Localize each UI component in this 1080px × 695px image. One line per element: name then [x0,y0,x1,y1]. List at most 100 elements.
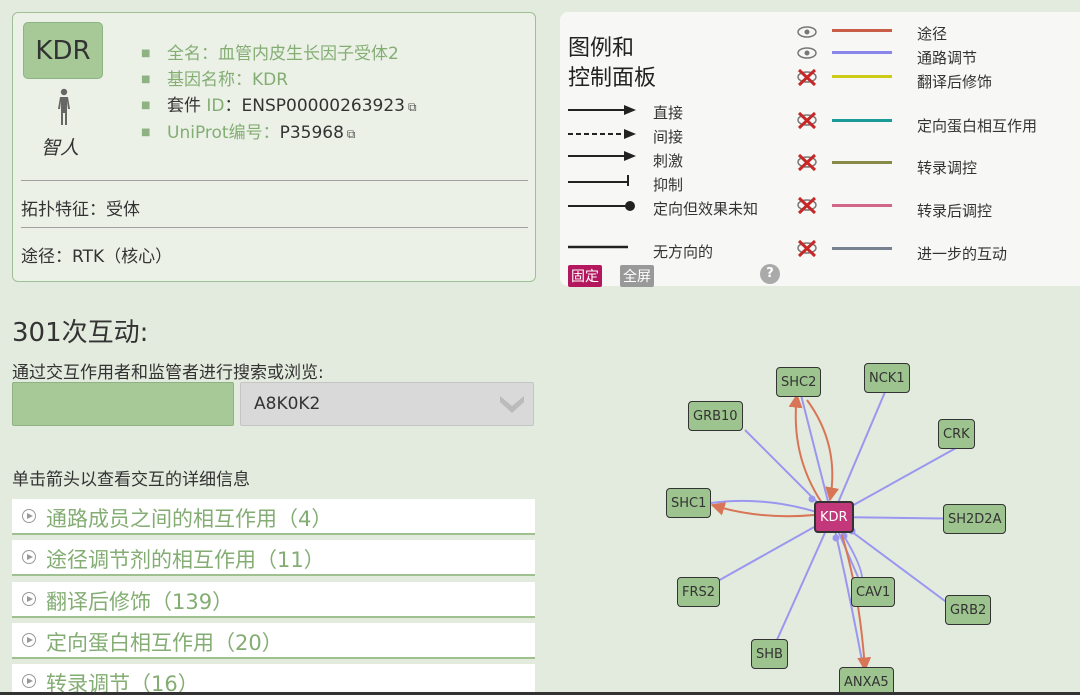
ensembl-row: ■套件 ID：ENSP00000263923⧉ [141,96,417,116]
bottom-border [0,692,1080,695]
legend-title-line2: 控制面板 [568,66,657,91]
legend-stimulation-label: 刺激 [653,152,684,170]
legend-line-transcriptional [832,161,892,164]
click-hint: 单击箭头以查看交互的详细信息 [12,470,250,490]
category-label: 通路成员之间的相互作用（4） [46,507,333,531]
node-SH2D2A[interactable]: SH2D2A [943,504,1007,534]
unknown-effect-arrow-icon [568,201,635,211]
edge-kdr-shc1[interactable] [710,502,815,518]
direct-arrow-icon [568,105,636,115]
divider [21,180,528,181]
legend-indirect: 间接 [568,126,798,146]
interactor-select-value: A8K0K2 [254,394,321,414]
ensembl-id-label: ID [206,96,225,116]
node-SHC2[interactable]: SHC2 [776,367,822,397]
legend-directed-ppi-label: 定向蛋白相互作用 [917,117,1038,135]
category-pathway-regulators[interactable]: 途径调节剂的相互作用（11） [12,540,535,576]
hidden-icon[interactable] [796,68,818,88]
uniprot-label: UniProt编号： [167,123,280,143]
expand-icon[interactable] [22,550,36,564]
search-input[interactable] [12,382,234,426]
node-ANXA5[interactable]: ANXA5 [839,667,894,695]
ensembl-colon: ： [224,96,242,116]
node-CRK[interactable]: CRK [938,419,975,449]
legend-line-ptm [832,75,892,78]
gene-symbol-badge: KDR [23,22,103,79]
gene-info-list: ■全名：血管内皮生长因子受体2 ■基因名称：KDR ■套件 ID：ENSP000… [141,41,417,147]
hidden-icon[interactable] [796,153,818,173]
edge-shc2-kdr[interactable] [806,399,840,502]
legend-unknown-effect: 定向但效果未知 [568,198,798,218]
category-label: 途径调节剂的相互作用（11） [46,548,325,572]
category-label: 翻译后修饰（139） [46,590,234,614]
edge-kdr-shc2[interactable] [788,393,823,504]
eye-icon[interactable] [796,44,818,64]
legend-title-line1: 图例和 [568,36,635,61]
ensembl-link[interactable]: ENSP00000263923 [241,96,405,116]
category-directed-ppi[interactable]: 定向蛋白相互作用（20） [12,623,535,659]
network-edges [699,391,978,678]
full-name-row: ■全名：血管内皮生长因子受体2 [141,44,399,64]
legend-stimulation: 刺激 [568,150,798,170]
hidden-icon[interactable] [796,239,818,259]
category-pathway-members[interactable]: 通路成员之间的相互作用（4） [12,499,535,535]
legend-line-directed-ppi [832,119,892,122]
indirect-arrow-icon [568,129,636,139]
legend-inhibition: 抑制 [568,174,798,194]
eye-icon[interactable] [796,23,818,43]
divider [21,227,528,228]
external-link-icon[interactable]: ⧉ [408,100,417,114]
legend-further-label: 进一步的互动 [917,245,1008,263]
stimulation-arrow-icon [568,151,636,161]
interactor-select[interactable]: A8K0K2 [240,382,534,426]
legend-line-further [832,247,892,250]
legend-transcriptional-label: 转录调控 [917,159,978,177]
uniprot-row: ■UniProt编号：P35968⧉ [141,123,356,143]
uniprot-link[interactable]: P35968 [279,123,344,143]
gene-name-label: 基因名称： [167,70,252,90]
node-SHB[interactable]: SHB [751,639,788,669]
legend-post-transcriptional-label: 转录后调控 [917,202,993,220]
node-SHC1[interactable]: SHC1 [666,488,712,518]
hidden-icon[interactable] [796,196,818,216]
category-ptm[interactable]: 翻译后修饰（139） [12,582,535,618]
legend-line-pathway-regulation [832,51,892,54]
help-icon[interactable]: ? [760,264,780,284]
edge-shb[interactable] [771,516,833,652]
legend-indirect-label: 间接 [653,128,684,146]
pin-button[interactable]: 固定 [568,265,602,287]
expand-icon[interactable] [22,633,36,647]
edge-nck1[interactable] [831,391,886,518]
legend-undirected: 无方向的 [568,241,798,261]
category-label: 转录调节（16） [46,672,199,695]
legend-inhibition-label: 抑制 [653,176,684,194]
legend-pathway-regulation-label: 通路调节 [917,49,978,67]
hidden-icon[interactable] [796,111,818,131]
legend-title: 图例和 控制面板 [568,34,656,94]
legend-line-pathway [832,29,892,32]
legend-panel: 图例和 控制面板 直接 间接 刺激 抑制 定向但效果未知 无方向的 途径 通路调… [560,12,1080,287]
edge-frs2[interactable] [699,516,833,592]
node-FRS2[interactable]: FRS2 [677,577,721,607]
node-GRB2[interactable]: GRB2 [945,595,992,625]
full-name-label: 全名： [167,44,218,64]
category-transcriptional[interactable]: 转录调节（16） [12,664,535,695]
expand-icon[interactable] [22,674,36,688]
node-GRB10[interactable]: GRB10 [688,401,743,431]
legend-undirected-label: 无方向的 [653,243,714,261]
network-graph[interactable]: SHC2 NCK1 GRB10 CRK SHC1 KDR SH2D2A CAV1… [560,295,1080,695]
species-label: 智人 [41,137,80,159]
human-icon [58,88,70,125]
node-NCK1[interactable]: NCK1 [864,363,910,393]
expand-icon[interactable] [22,509,36,523]
inhibition-arrow-icon [568,175,629,186]
fullscreen-button[interactable]: 全屏 [620,265,654,287]
topology-text: 拓扑特征：受体 [21,200,140,220]
search-prompt: 通过交互作用者和监管者进行搜索或浏览: [12,363,324,383]
legend-direct-label: 直接 [653,104,684,122]
node-KDR[interactable]: KDR [814,501,854,533]
node-CAV1[interactable]: CAV1 [851,577,896,607]
gene-name-row: ■基因名称：KDR [141,70,289,90]
external-link-icon[interactable]: ⧉ [346,127,356,141]
expand-icon[interactable] [22,592,36,606]
